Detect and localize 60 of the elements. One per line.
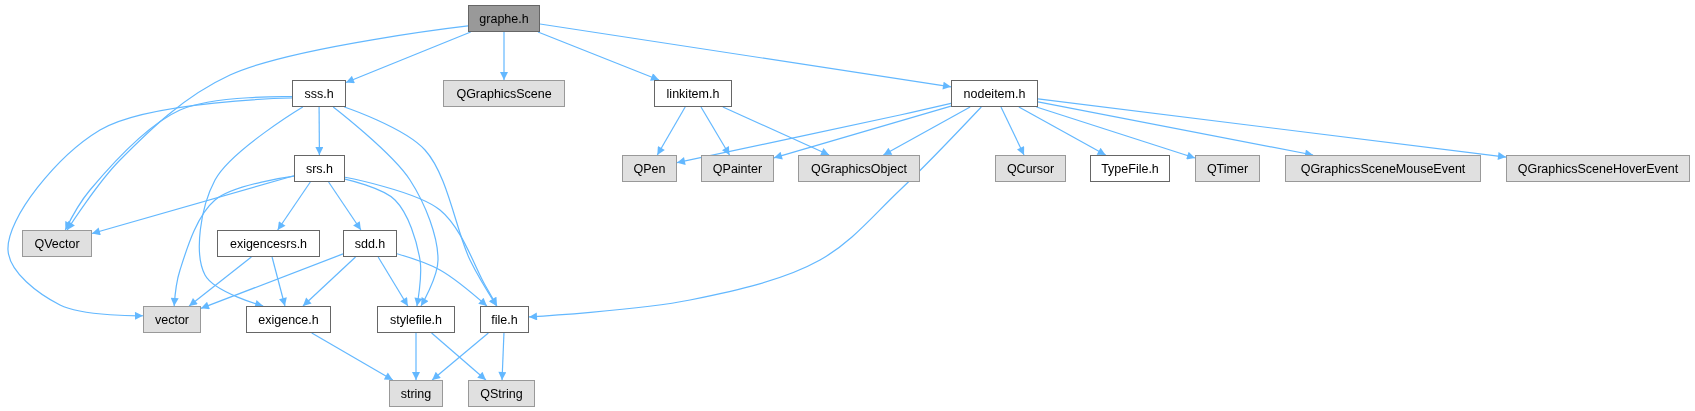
include-arrow (302, 256, 357, 307)
include-arrow (539, 23, 952, 90)
external-header-box: string (389, 380, 443, 407)
main-header-box: graphe.h (468, 5, 540, 32)
include-arrow (311, 332, 394, 381)
header-file-box: stylefile.h (377, 306, 455, 333)
include-arrow (1018, 106, 1107, 156)
include-arrow (345, 31, 472, 84)
include-arrow (188, 256, 252, 307)
external-header-box: QPainter (701, 155, 774, 182)
external-header-box: QGraphicsObject (798, 155, 920, 182)
header-file-box: exigencesrs.h (217, 230, 320, 257)
include-arrow (332, 106, 439, 307)
include-arrow (498, 332, 507, 381)
include-arrow (170, 175, 295, 307)
header-file-box: file.h (480, 306, 529, 333)
include-arrow (676, 102, 952, 165)
include-arrow (64, 96, 293, 231)
include-arrow (528, 106, 982, 321)
header-file-box: sdd.h (343, 230, 397, 257)
external-header-box: QVector (22, 230, 92, 257)
include-arrow (773, 105, 952, 160)
include-arrow (500, 31, 508, 81)
include-arrow (882, 106, 971, 156)
include-arrow (377, 256, 409, 307)
include-arrow (700, 106, 731, 156)
include-arrow (315, 106, 324, 156)
include-arrow (198, 106, 304, 308)
external-header-box: QGraphicsSceneMouseEvent (1285, 155, 1481, 182)
external-header-box: QCursor (995, 155, 1066, 182)
external-header-box: QString (468, 380, 535, 407)
external-header-box: QPen (622, 155, 677, 182)
header-file-box: srs.h (294, 155, 345, 182)
include-arrow (91, 175, 295, 236)
external-header-box: QGraphicsScene (443, 80, 565, 107)
include-arrow (412, 332, 420, 381)
include-arrow (200, 253, 344, 310)
header-file-box: TypeFile.h (1090, 155, 1170, 182)
include-arrow (1000, 106, 1025, 156)
include-arrow (537, 31, 660, 81)
include-arrow (344, 178, 423, 307)
include-arrow (277, 181, 311, 231)
header-file-box: nodeitem.h (951, 80, 1038, 107)
header-file-box: exigence.h (246, 306, 331, 333)
include-arrow (1037, 98, 1507, 161)
include-arrow (66, 25, 469, 231)
include-arrow (396, 253, 488, 307)
include-arrow (7, 97, 293, 320)
external-header-box: QGraphicsSceneHoverEvent (1506, 155, 1690, 182)
header-file-box: linkitem.h (654, 80, 732, 107)
include-arrow (656, 106, 686, 156)
include-arrow (328, 181, 362, 231)
include-arrow (343, 106, 498, 307)
include-arrow (271, 256, 287, 307)
include-arrow (344, 176, 498, 307)
external-header-box: QTimer (1195, 155, 1260, 182)
header-file-box: sss.h (292, 80, 346, 107)
external-header-box: vector (143, 306, 201, 333)
include-arrow (1035, 106, 1196, 160)
include-arrow (722, 106, 830, 156)
